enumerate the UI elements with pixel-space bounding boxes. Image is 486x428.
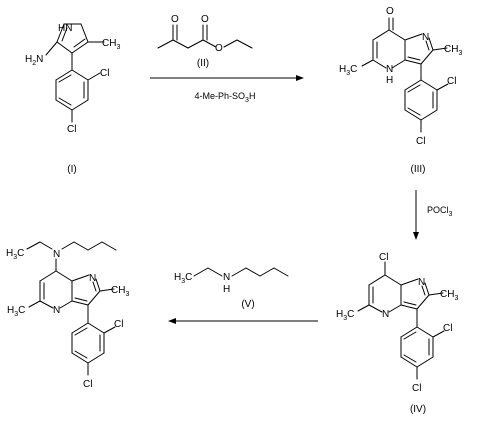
chlorine-ortho-I: Cl xyxy=(100,68,109,79)
compound-label-V: (V) xyxy=(241,299,254,310)
compound-V: H3C N H (V) xyxy=(174,267,289,310)
ring-nh-h-III: H xyxy=(386,75,393,86)
methyl-bond-5-IV xyxy=(357,304,370,312)
compound-III: O N CH3 H3C N H Cl Cl (III) xyxy=(339,6,462,175)
chlorine-para-IV: Cl xyxy=(412,383,421,394)
chloro-bond-ortho-IV xyxy=(432,330,445,338)
chlorine-7-IV: Cl xyxy=(379,252,388,263)
methyl-label-product: CH3 xyxy=(111,285,129,298)
methyl-label-III: CH3 xyxy=(444,44,462,57)
methyl-bond-product xyxy=(99,288,115,292)
compound-label-I: (I) xyxy=(67,164,76,175)
methyl-bond-IV xyxy=(428,292,444,296)
pyrazole-ring-III xyxy=(404,33,434,65)
amine-h-V: H xyxy=(223,284,230,295)
amino-bond-I xyxy=(45,41,58,56)
chlorine-para-III: Cl xyxy=(416,136,425,147)
methyl-label-5-III: H3C xyxy=(339,64,357,77)
methyl-label-5-product: H3C xyxy=(7,305,25,318)
chlorine-ortho-product: Cl xyxy=(114,319,123,330)
catalyst-label: 4-Me-Ph-SO3H xyxy=(195,91,256,104)
methyl-bond-5-III xyxy=(361,59,374,67)
methyl-label-5-IV: H3C xyxy=(336,309,354,322)
chlorine-para-product: Cl xyxy=(83,379,92,390)
pyrazole-ring-product xyxy=(71,274,101,306)
pyrazole-n-product: N xyxy=(89,273,96,284)
chloro-bond-ortho-III xyxy=(436,83,449,91)
methyl-label-V: H3C xyxy=(174,272,192,285)
compound-label-IV: (IV) xyxy=(410,404,426,415)
pyrazole-n-III: N xyxy=(422,32,429,43)
pyrazole-ring-I xyxy=(56,23,89,54)
amine-n-V: N xyxy=(223,272,230,283)
pyrimidinone-ring-III xyxy=(372,17,406,69)
chloro-bond-ortho-I xyxy=(87,72,101,81)
methyl-bond-5-product xyxy=(28,300,41,308)
compound-II: O O O (II) xyxy=(157,14,253,69)
chlorine-para-I: Cl xyxy=(67,124,76,135)
ring-nh-n-III: N xyxy=(386,64,393,75)
ethyl-methyl-label-product: H3C xyxy=(6,248,24,261)
compound-IV: Cl N CH3 H3C N Cl Cl (IV) xyxy=(336,252,458,415)
amine-n-product: N xyxy=(53,249,60,260)
ketone-oxygen-II: O xyxy=(171,14,179,25)
compound-I: HN CH3 H2N Cl Cl (I) xyxy=(25,23,120,175)
pyrazole-n-IV: N xyxy=(418,277,425,288)
chlorine-ortho-III: Cl xyxy=(447,76,456,87)
carbonyl-oxygen-III: O xyxy=(386,6,394,17)
nh-label-I: HN xyxy=(58,23,72,34)
dichlorophenyl-ring-product xyxy=(71,322,105,364)
amine-substituent-product xyxy=(26,241,117,251)
pyrazole-ring-IV xyxy=(400,278,430,310)
methyl-label-I: CH3 xyxy=(102,38,120,51)
reagent-label-step2: POCl3 xyxy=(427,205,453,218)
methyl-label-IV: CH3 xyxy=(440,289,458,302)
reaction-arrow-step3 xyxy=(168,318,318,324)
chloro-bond-ortho-product xyxy=(103,326,116,334)
compound-label-III: (III) xyxy=(411,164,426,175)
reaction-arrow-step2 xyxy=(413,190,419,240)
compound-product: H3C N N CH3 H3C N Cl Cl xyxy=(6,241,129,390)
chlorine-ortho-IV: Cl xyxy=(443,323,452,334)
ring-n-product: N xyxy=(53,305,60,316)
dichlorophenyl-ring-IV xyxy=(400,326,434,368)
pyrimidine-ring-IV xyxy=(368,261,402,313)
dichlorophenyl-ring-III xyxy=(404,79,438,121)
methyl-bond-III xyxy=(432,47,448,51)
pyrimidine-ring-product xyxy=(39,258,73,309)
reaction-arrow-step1 xyxy=(150,75,304,81)
ring-n-IV: N xyxy=(382,309,389,320)
compound-label-II: (II) xyxy=(197,58,209,69)
ester-carbonyl-oxygen-II: O xyxy=(201,14,209,25)
amino-label-I: H2N xyxy=(25,54,43,67)
ester-oxygen-II: O xyxy=(215,43,223,54)
dichlorophenyl-ring-I xyxy=(55,69,89,111)
